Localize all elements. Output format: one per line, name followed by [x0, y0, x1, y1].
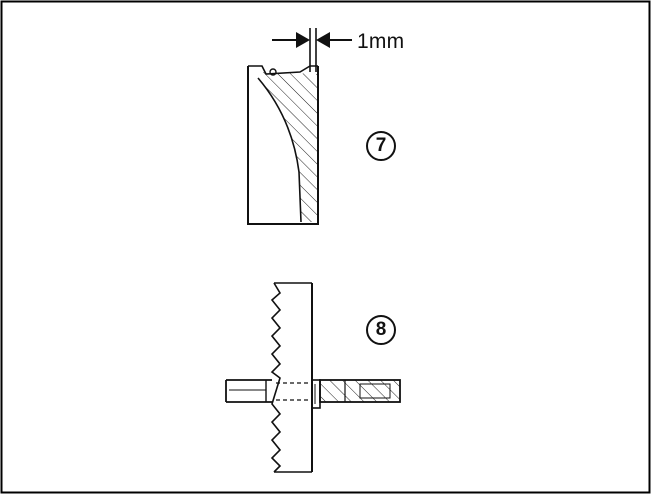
- cylinder-wall-section: [247, 65, 319, 225]
- ring-insert-section: [225, 379, 401, 409]
- dimension-arrows-icon: [272, 28, 352, 72]
- step-circle-icon: 7: [366, 131, 396, 161]
- step-circle-icon: 8: [366, 315, 396, 345]
- serrated-wall-section: [270, 282, 313, 473]
- dimension-label: 1mm: [357, 30, 405, 53]
